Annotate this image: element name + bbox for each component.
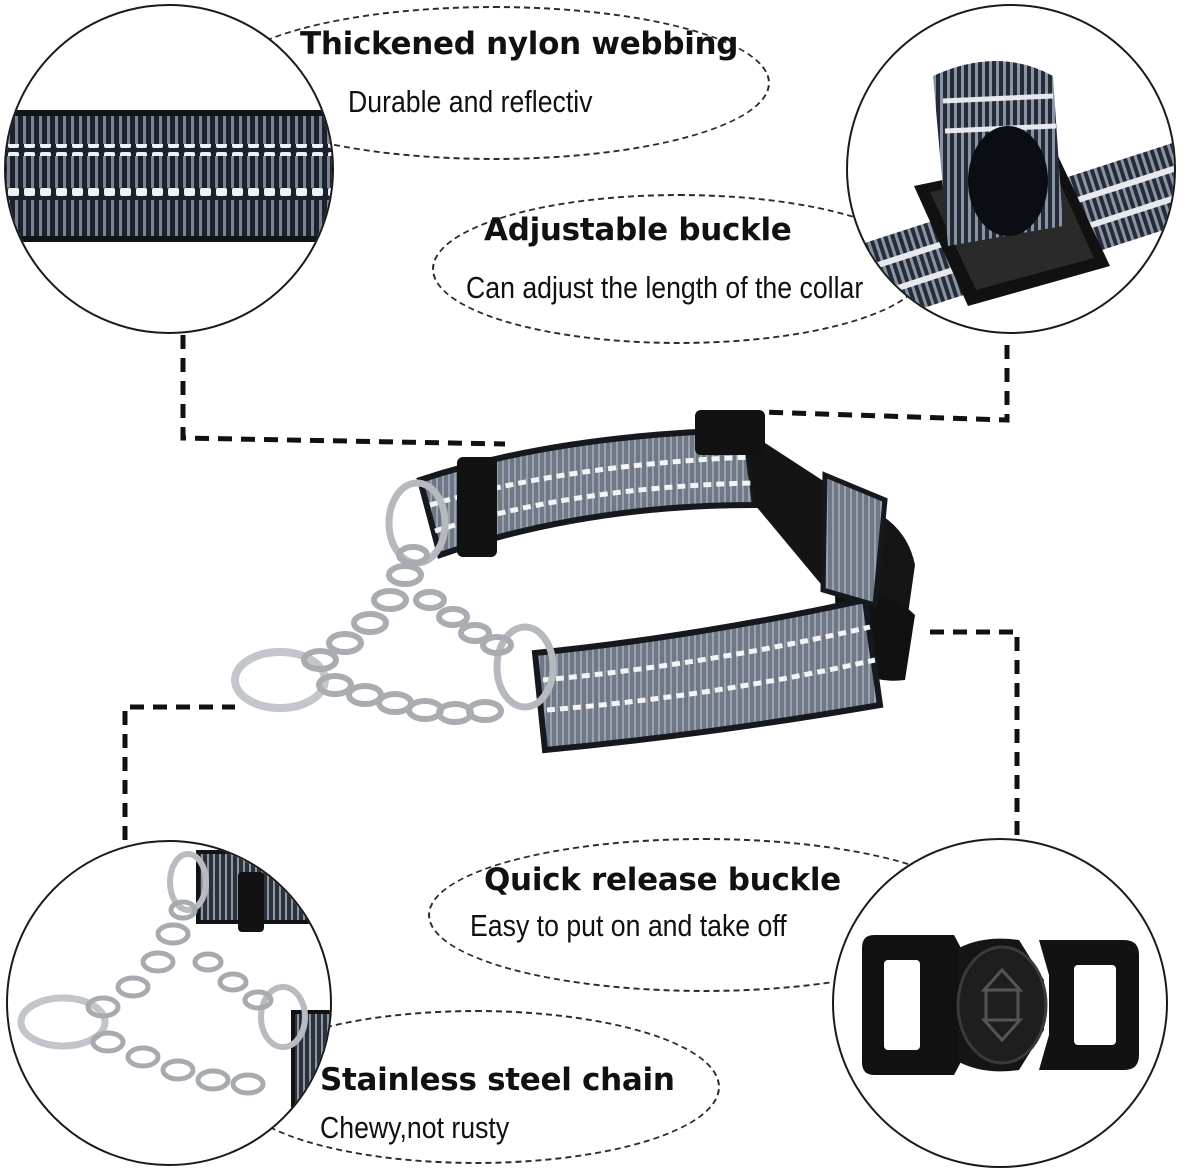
side-release-buckle-photo-icon <box>862 935 1139 1075</box>
steel-chain <box>301 544 514 725</box>
webbing-subtitle: Durable and reflectiv <box>348 84 593 119</box>
leader-webbing <box>180 335 506 447</box>
collar-strap-lower <box>531 596 884 754</box>
d-ring-lower <box>493 623 557 711</box>
nylon-webbing-photo-icon <box>6 110 332 242</box>
slider-buckle <box>457 457 497 557</box>
webbing-closeup <box>4 4 334 334</box>
chain-title: Stainless steel chain <box>320 1062 675 1098</box>
martingale-chain-photo-icon <box>17 850 330 1124</box>
slider-buckle-photo-icon <box>848 61 1174 330</box>
chain-subtitle: Chewy,not rusty <box>320 1110 510 1145</box>
quick-release-closeup <box>832 838 1168 1168</box>
webbing-title: Thickened nylon webbing <box>300 26 739 62</box>
d-ring-chain <box>231 648 329 712</box>
adjustable-subtitle: Can adjust the length of the collar <box>466 270 864 305</box>
leader-chain <box>122 704 235 840</box>
chain-closeup <box>6 840 332 1166</box>
leader-quick-release <box>930 629 1020 838</box>
quick-release-title: Quick release buckle <box>484 862 841 898</box>
quick-release-subtitle: Easy to put on and take off <box>470 908 787 943</box>
adjustable-title: Adjustable buckle <box>484 212 792 248</box>
adjustable-closeup <box>846 4 1176 334</box>
collar-product-image <box>231 410 915 754</box>
leader-adjustable <box>761 345 1010 423</box>
